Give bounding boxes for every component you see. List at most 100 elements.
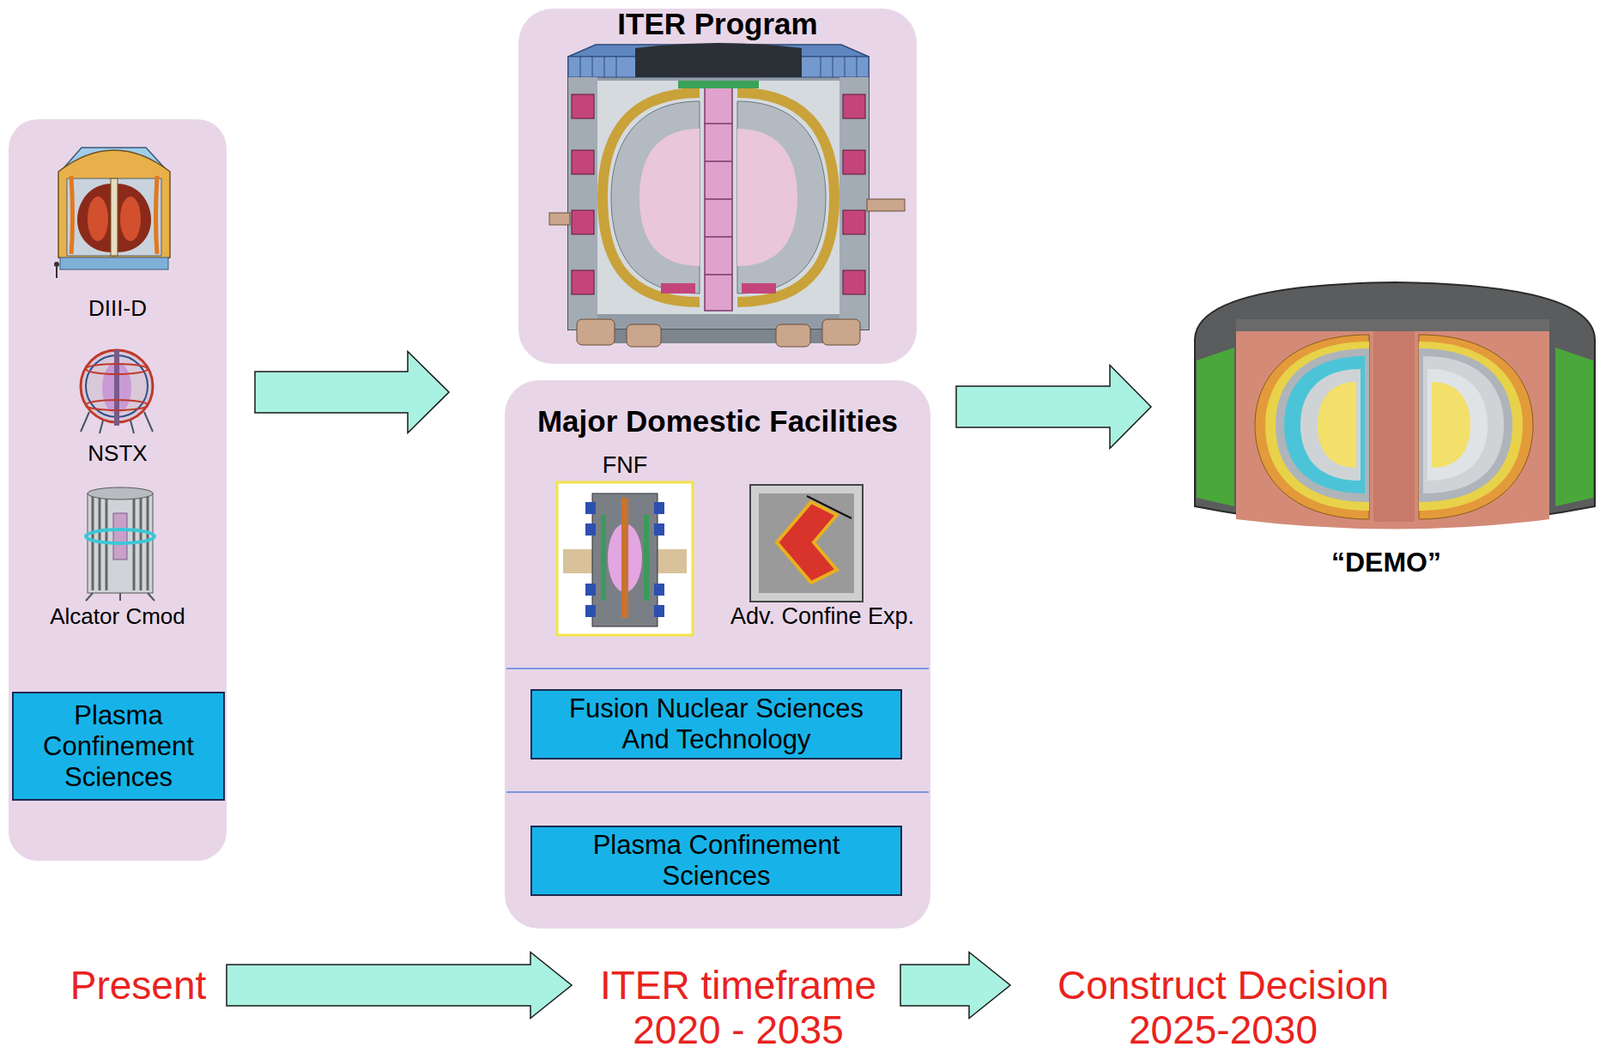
panel-heading: Major Domestic Facilities xyxy=(537,404,898,439)
iter-illustration-part xyxy=(626,324,661,347)
fnf-illustration-part xyxy=(585,502,596,515)
iter-illustration-part xyxy=(775,324,811,347)
fnf-illustration-part xyxy=(643,515,649,601)
iter-illustration-part xyxy=(678,80,759,89)
diii-d-illustration-part xyxy=(87,196,109,242)
diii-d-illustration-part xyxy=(110,178,118,256)
advanced-confinement-illustration xyxy=(750,484,863,602)
diii-d-illustration-part xyxy=(54,261,60,267)
fnf-illustration-part xyxy=(585,605,596,618)
reactor-label: “DEMO” xyxy=(1331,546,1442,579)
iter-illustration-part xyxy=(737,101,826,294)
panel-heading: ITER Program xyxy=(617,6,818,42)
section-divider-part xyxy=(506,667,929,670)
iter-illustration-part xyxy=(737,128,798,267)
demo-reactor: “DEMO” xyxy=(1188,278,1598,580)
device-label: FNF xyxy=(602,452,648,479)
program-box: Plasma Confinement Sciences xyxy=(12,691,225,801)
diii-d-illustration-part xyxy=(120,196,141,242)
section-divider-part xyxy=(506,791,929,794)
fnf-illustration-part xyxy=(600,515,607,601)
alcator-cmod-illustration xyxy=(85,487,155,601)
stage-label: ITER timeframe 2020 - 2035 xyxy=(583,963,893,1053)
block-arrow xyxy=(254,351,449,434)
iter-illustration-part xyxy=(639,128,700,267)
iter-illustration-part xyxy=(568,44,869,57)
nstx-illustration-part xyxy=(85,400,148,411)
section-divider xyxy=(506,668,929,793)
timeline-stage: Construct Decision 2025-2030 xyxy=(1038,963,1408,1053)
diii-d-illustration-part xyxy=(156,175,158,255)
timeline-stage: ITER timeframe 2020 - 2035 xyxy=(583,963,893,1053)
diii-d-illustration-part xyxy=(55,266,58,279)
diii-d-illustration-part xyxy=(58,150,170,267)
facility-panel: Major Domestic FacilitiesFNF Adv. Confine… xyxy=(504,380,931,929)
alcator-cmod-illustration-part xyxy=(87,493,153,594)
advanced-confinement-illustration-part xyxy=(776,502,837,583)
demo-illustration-part xyxy=(1317,381,1357,468)
device-label: Alcator Cmod xyxy=(49,604,186,631)
demo-illustration-part xyxy=(1418,334,1534,520)
demo-illustration-part xyxy=(1418,348,1513,503)
timeline-stage: Present xyxy=(61,961,215,1010)
iter-illustration xyxy=(549,42,905,347)
fnf-illustration-part xyxy=(592,493,658,627)
advanced-confinement-illustration-part xyxy=(758,493,855,594)
diii-d-illustration-part xyxy=(77,183,112,253)
diii-d-illustration-part xyxy=(63,147,165,169)
stage-label: Construct Decision 2025-2030 xyxy=(1038,963,1408,1053)
program-panel: ITER Program xyxy=(518,8,917,364)
iter-illustration-part xyxy=(568,56,869,78)
demo-illustration-part xyxy=(1236,319,1550,332)
iter-illustration-part xyxy=(704,123,733,275)
nstx-illustration-part xyxy=(85,355,148,418)
diii-d-illustration-part xyxy=(71,175,73,255)
iter-illustration-part xyxy=(571,270,594,295)
advanced-confinement-illustration-part xyxy=(750,484,863,602)
fnf-illustration-part xyxy=(557,482,693,636)
device-label: Adv. Confine Exp. xyxy=(730,603,915,631)
diii-d-illustration-part xyxy=(116,183,152,253)
demo-illustration-part xyxy=(1423,356,1504,494)
iter-illustration-part xyxy=(635,42,802,78)
diii-d-illustration xyxy=(54,147,170,279)
block-arrow xyxy=(900,952,1011,1019)
fnf-illustration-part xyxy=(654,523,665,536)
iter-illustration-part xyxy=(741,283,776,294)
fnf-illustration-part xyxy=(607,523,643,593)
diii-d-illustration-part xyxy=(60,257,169,270)
demo-illustration-part xyxy=(1427,369,1488,481)
fnf-illustration-part xyxy=(654,583,665,596)
nstx-illustration-part xyxy=(80,350,153,423)
program-box: Fusion Nuclear Sciences And Technology xyxy=(530,689,903,760)
fnf-illustration-part xyxy=(585,523,596,536)
alcator-cmod-illustration-part xyxy=(92,496,148,591)
iter-illustration-part xyxy=(600,329,837,344)
iter-illustration-part xyxy=(580,56,857,78)
facility-panel: DIII-DNSTXAlcator CmodPlasma Confinement… xyxy=(8,119,227,861)
alcator-cmod-illustration-part xyxy=(87,487,153,500)
nstx-illustration-part xyxy=(102,362,132,414)
iter-illustration-part xyxy=(549,212,570,225)
advanced-confinement-illustration-part xyxy=(806,496,852,519)
fnf-illustration-part xyxy=(654,502,665,515)
alcator-cmod-illustration-part xyxy=(113,513,128,560)
device-label: DIII-D xyxy=(88,296,147,322)
demo-illustration-part xyxy=(1254,334,1370,520)
nstx-illustration xyxy=(80,350,153,434)
iter-illustration-part xyxy=(602,92,700,303)
iter-illustration-part xyxy=(611,101,700,294)
fnf-illustration-part xyxy=(654,605,665,618)
demo-illustration-part xyxy=(1265,341,1370,511)
demo-illustration-part xyxy=(1275,348,1370,503)
iter-illustration-part xyxy=(597,80,840,315)
demo-illustration xyxy=(1194,282,1595,530)
block-arrow xyxy=(956,365,1152,449)
iter-illustration-part xyxy=(737,92,835,303)
iter-illustration-part xyxy=(842,210,866,235)
fnf-illustration xyxy=(557,482,693,636)
iter-illustration-part xyxy=(568,77,598,330)
demo-illustration-part xyxy=(1196,347,1235,507)
